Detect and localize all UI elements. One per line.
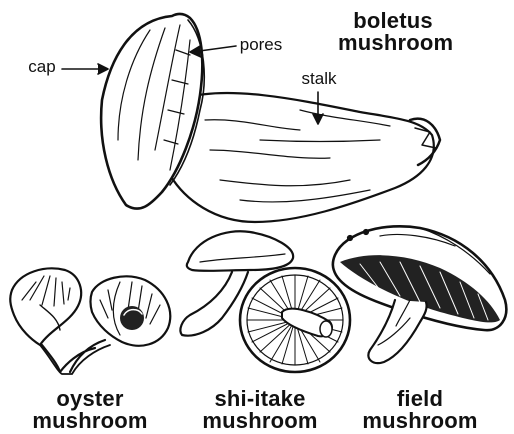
- shiitake-title-line2: mushroom: [200, 410, 320, 432]
- shiitake-small-stem: [180, 272, 248, 336]
- oyster-stems: [42, 340, 105, 372]
- field-title-line2: mushroom: [360, 410, 480, 432]
- shiitake-title-line1: shi-itake: [200, 388, 320, 410]
- shiitake-mushroom-drawing: [180, 231, 350, 372]
- cap-label: cap: [22, 58, 62, 75]
- boletus-title-line2: mushroom: [338, 32, 448, 54]
- boletus-title-line1: boletus: [338, 10, 448, 32]
- field-title: field mushroom: [360, 388, 480, 432]
- oyster-mushroom-drawing: [10, 268, 170, 374]
- boletus-title: boletus mushroom: [338, 10, 448, 54]
- field-mushroom-drawing: [333, 226, 506, 363]
- oyster-title-line2: mushroom: [30, 410, 150, 432]
- stalk-label: stalk: [296, 70, 342, 87]
- pores-label: pores: [236, 36, 286, 53]
- field-title-line1: field: [360, 388, 480, 410]
- shiitake-small-cap: [187, 231, 293, 271]
- oyster-title-line1: oyster: [30, 388, 150, 410]
- oyster-title: oyster mushroom: [30, 388, 150, 432]
- shiitake-title: shi-itake mushroom: [200, 388, 320, 432]
- oyster-cap-left: [10, 268, 81, 345]
